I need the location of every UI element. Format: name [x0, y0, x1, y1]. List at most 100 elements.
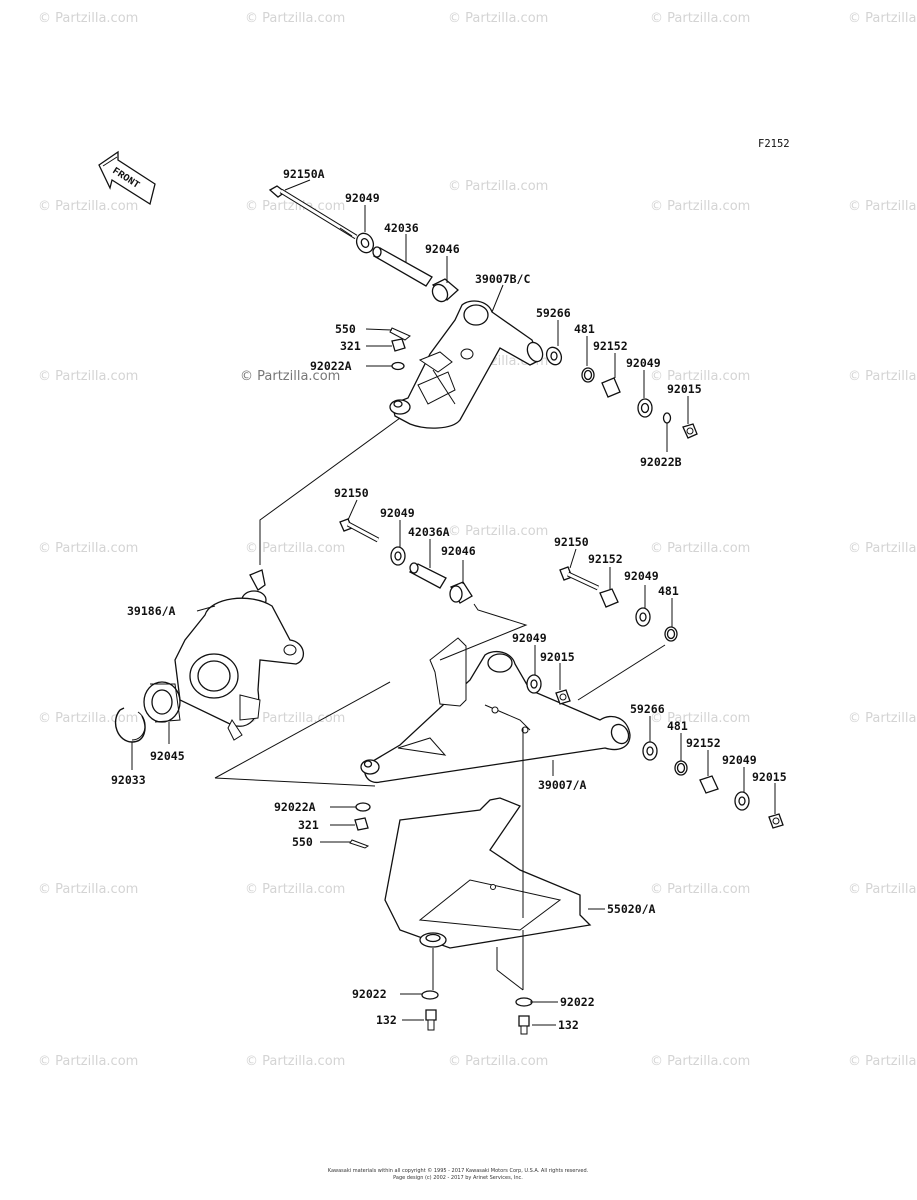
- part-label: 481: [658, 584, 679, 598]
- collar-92152: [601, 377, 621, 398]
- part-label: 92150: [334, 486, 369, 500]
- part-label: 55020/A: [607, 902, 656, 916]
- part-label: 92049: [624, 569, 659, 583]
- part-label: 92049: [626, 356, 661, 370]
- part-label: 92015: [667, 382, 702, 396]
- watermark: © Partzilla.com: [448, 179, 548, 194]
- part-label: 42036A: [408, 525, 450, 539]
- part-label: 550: [292, 835, 313, 849]
- watermark: © Partzilla.com: [38, 1054, 138, 1069]
- watermark: © Partzilla.com: [245, 711, 345, 726]
- watermark: © Partzilla.com: [848, 711, 917, 726]
- leader-lines-lower: [131, 499, 776, 843]
- watermark: © Partzilla.com: [38, 199, 138, 214]
- watermark: © Partzilla.com: [650, 541, 750, 556]
- part-label: 42036: [384, 221, 419, 235]
- part-label: 92152: [593, 339, 628, 353]
- watermark: © Partzilla.com: [848, 882, 917, 897]
- watermark: © Partzilla.com: [650, 199, 750, 214]
- collar-92152: [699, 775, 719, 794]
- part-label: 92022A: [274, 800, 316, 814]
- watermark: © Partzilla.com: [38, 882, 138, 897]
- collar-42036A: [408, 562, 447, 589]
- part-label: 92015: [540, 650, 575, 664]
- leader-lines-upper: [259, 179, 689, 565]
- watermark: © Partzilla.com: [240, 369, 340, 384]
- nut-92015: [682, 423, 698, 439]
- part-label: 92046: [425, 242, 460, 256]
- part-label: 39007/A: [538, 778, 587, 792]
- watermark: © Partzilla.com: [848, 199, 917, 214]
- part-label: 92049: [512, 631, 547, 645]
- watermark: © Partzilla.com: [848, 369, 917, 384]
- watermark: © Partzilla.com: [245, 199, 345, 214]
- watermark: © Partzilla.com: [650, 711, 750, 726]
- part-label: 321: [340, 339, 361, 353]
- bolt-92150: [559, 566, 600, 591]
- watermark: © Partzilla.com: [448, 524, 548, 539]
- part-label: 39007B/C: [475, 272, 530, 286]
- part-label: 481: [667, 719, 688, 733]
- upper-arm-group: [268, 185, 698, 439]
- part-label: 92033: [111, 773, 146, 787]
- bushing-59266: [545, 346, 563, 366]
- part-label: 92045: [150, 749, 185, 763]
- part-label: 132: [376, 1013, 397, 1027]
- washer-92022A: [391, 361, 405, 371]
- watermark: © Partzilla.com: [245, 541, 345, 556]
- washer-92022B: [662, 412, 672, 424]
- part-label: 92152: [588, 552, 623, 566]
- washer-92022: [515, 997, 533, 1007]
- part-label: 92046: [441, 544, 476, 558]
- part-label: 92022A: [310, 359, 352, 373]
- watermark: © Partzilla.com: [650, 11, 750, 26]
- bushing-59266: [642, 741, 658, 761]
- watermark: © Partzilla.com: [245, 882, 345, 897]
- part-label: 92150: [554, 535, 589, 549]
- collar-92152: [599, 588, 619, 608]
- watermark: © Partzilla.com: [245, 11, 345, 26]
- nut-92015: [555, 689, 571, 705]
- front-arrow-icon: FRONT: [98, 150, 156, 206]
- watermark: © Partzilla.com: [448, 1054, 548, 1069]
- watermark: © Partzilla.com: [650, 1054, 750, 1069]
- bolt-132: [425, 1009, 437, 1031]
- watermark: © Partzilla.com: [448, 11, 548, 26]
- figure-code: F2152: [758, 138, 790, 150]
- cotter-pin-550: [349, 839, 370, 849]
- collar-42036: [372, 246, 433, 287]
- watermark: © Partzilla.com: [38, 541, 138, 556]
- bolt-132: [518, 1015, 530, 1035]
- lower-arm-group: [114, 518, 784, 829]
- part-label: 39186/A: [127, 604, 176, 618]
- skid-plate-55020A: [384, 728, 605, 991]
- watermark: © Partzilla.com: [38, 369, 138, 384]
- watermark: © Partzilla.com: [848, 1054, 917, 1069]
- part-label: 92049: [722, 753, 757, 767]
- knuckle-39186A: [174, 569, 304, 741]
- watermark: © Partzilla.com: [650, 369, 750, 384]
- part-label: 59266: [630, 702, 665, 716]
- lower-arm-39007A: [360, 637, 631, 784]
- bearing-92045: [143, 681, 181, 723]
- bushing-92046: [431, 278, 459, 303]
- part-label: 481: [574, 322, 595, 336]
- watermark: © Partzilla.com: [38, 11, 138, 26]
- part-label: 92049: [345, 191, 380, 205]
- watermark: © Partzilla.com: [848, 541, 917, 556]
- copyright-footer: Kawasaki materials within all copyright …: [328, 1167, 589, 1174]
- part-label: 550: [335, 322, 356, 336]
- copyright-footer: Page design (c) 2002 - 2017 by Arinet Se…: [393, 1175, 523, 1181]
- part-label: 92022: [352, 987, 387, 1001]
- nut-92015: [768, 813, 784, 829]
- watermark: © Partzilla.com: [38, 711, 138, 726]
- watermark: © Partzilla.com: [650, 882, 750, 897]
- part-label: 92022B: [640, 455, 682, 469]
- part-label: 92150A: [283, 167, 325, 181]
- upper-arm-39007BC: [389, 300, 544, 429]
- cotter-pin-550: [389, 327, 411, 341]
- part-label: 92022: [560, 995, 595, 1009]
- bushing-92046: [449, 581, 473, 604]
- bolt-92150: [339, 518, 380, 543]
